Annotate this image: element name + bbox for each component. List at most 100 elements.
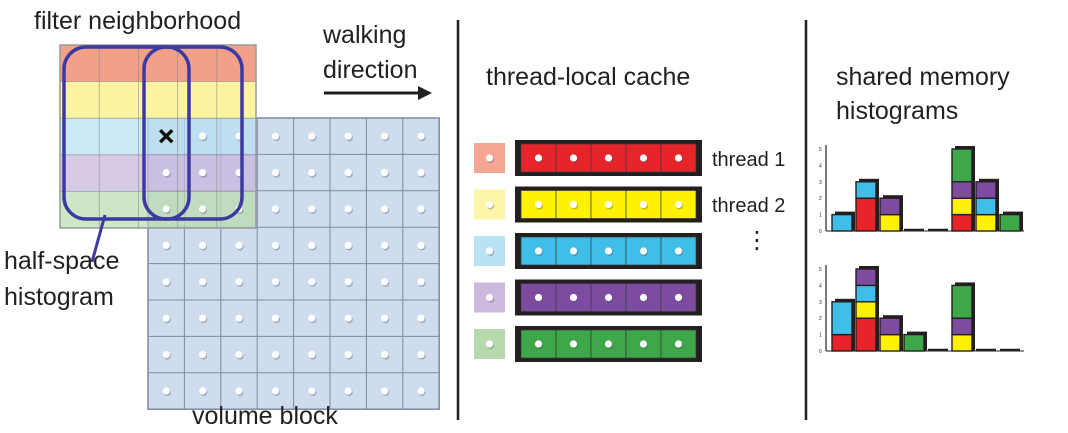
- cell-dot: [308, 132, 316, 140]
- histogram-bar-segment: [951, 181, 973, 199]
- histogram-tick-label: 1: [819, 213, 822, 219]
- cell-dot: [534, 293, 543, 302]
- cell-dot: [199, 205, 207, 213]
- cell-dot: [417, 351, 425, 359]
- filter-band: [60, 154, 256, 192]
- cell-dot: [235, 387, 243, 395]
- thread-2-label: thread 2: [712, 195, 786, 217]
- histogram-bar-segment: [951, 213, 973, 232]
- cell-dot: [417, 278, 425, 286]
- histogram-bar-segment: [951, 148, 973, 183]
- histogram-bar-segment: [879, 317, 901, 336]
- cell-dot: [344, 205, 352, 213]
- cell-dot: [381, 205, 389, 213]
- histogram-bar-segment: [879, 333, 901, 352]
- shared-memory-label: shared memory: [836, 63, 1010, 91]
- cell-dot: [344, 169, 352, 177]
- walking-direction-arrow: [324, 86, 432, 100]
- cell-dot: [162, 241, 170, 249]
- cache-cell: [660, 190, 697, 219]
- cell-dot: [308, 387, 316, 395]
- cell-dot: [308, 241, 316, 249]
- cell-dot: [271, 132, 279, 140]
- cell-dot: [604, 247, 613, 255]
- cell-dot: [569, 154, 578, 162]
- cell-dot: [485, 293, 494, 302]
- half-space-ring-right: [142, 45, 244, 221]
- histogram-tick-label: 3: [819, 300, 822, 306]
- cell-dot: [381, 351, 389, 359]
- histogram-bar-segment: [855, 301, 877, 319]
- filter-neighborhood: [59, 44, 257, 263]
- cell-dot: [308, 278, 316, 286]
- cell-dot: [639, 293, 648, 302]
- walking-label: walking: [323, 21, 407, 49]
- cell-dot: [674, 293, 683, 302]
- ellipsis-label: ⋮: [745, 227, 769, 254]
- filter-band: [60, 45, 256, 82]
- cell-dot: [534, 247, 543, 255]
- cache-cell: [555, 329, 592, 359]
- cell-dot: [417, 169, 425, 177]
- cell-dot: [569, 293, 578, 302]
- cell-dot: [271, 351, 279, 359]
- cell-dot: [199, 278, 207, 286]
- center-voxel-x-icon: [158, 128, 174, 144]
- histogram-tick-label: 3: [819, 180, 822, 186]
- cell-dot: [199, 169, 207, 177]
- cell-dot: [639, 247, 648, 255]
- histogram-bar-segment: [831, 333, 853, 352]
- half-space-label: half-space: [4, 247, 120, 275]
- cell-dot: [199, 132, 207, 140]
- filter-band: [60, 81, 256, 119]
- cell-dot: [271, 205, 279, 213]
- cell-dot: [485, 340, 494, 348]
- histogram-bar-segment: [951, 317, 973, 336]
- section-dividers: [456, 20, 808, 420]
- half-space-ring-left: [62, 45, 191, 221]
- cell-dot: [344, 132, 352, 140]
- histogram-tick-label: 0: [819, 229, 822, 235]
- cell-dot: [271, 169, 279, 177]
- cell-dot: [381, 169, 389, 177]
- cell-dot: [674, 200, 683, 209]
- cell-dot: [199, 351, 207, 359]
- histogram-bar-segment: [975, 197, 997, 216]
- histogram-bar-segment: [855, 268, 877, 287]
- histogram-bar-segment: [855, 284, 877, 303]
- filter-band: [60, 118, 256, 155]
- cell-dot: [308, 169, 316, 177]
- histogram-tick-label: 0: [819, 349, 822, 355]
- histogram-bar-segment: [831, 301, 853, 336]
- cell-dot: [639, 200, 648, 209]
- cell-dot: [604, 154, 613, 162]
- cell-dot: [235, 314, 243, 322]
- filter-band: [60, 191, 256, 228]
- histogram-bar-segment: [975, 213, 997, 232]
- cell-dot: [534, 200, 543, 209]
- histogram-bar-segment: [975, 181, 997, 199]
- cell-dot: [639, 154, 648, 162]
- cell-dot: [235, 351, 243, 359]
- cell-dot: [569, 200, 578, 209]
- cell-dot: [344, 351, 352, 359]
- histogram-bar-segment: [903, 333, 925, 352]
- filter-neighborhood-label: filter neighborhood: [34, 7, 242, 35]
- thread-local-cache: [474, 140, 702, 362]
- cell-dot: [162, 169, 170, 177]
- cell-dot: [417, 241, 425, 249]
- cell-dot: [199, 241, 207, 249]
- histograms-label: histograms: [836, 97, 959, 125]
- cache-cell: [520, 283, 557, 312]
- histogram-bar-segment: [951, 284, 973, 319]
- histogram-bar-segment: [999, 213, 1021, 232]
- cell-dot: [534, 154, 543, 162]
- cell-dot: [271, 314, 279, 322]
- histogram-bar-segment: [855, 197, 877, 232]
- cell-dot: [569, 340, 578, 348]
- half-space-pointer: [90, 214, 107, 263]
- volume-block-label: volume block: [192, 402, 338, 430]
- histogram-bar-segment: [831, 213, 853, 232]
- direction-label: direction: [323, 56, 418, 84]
